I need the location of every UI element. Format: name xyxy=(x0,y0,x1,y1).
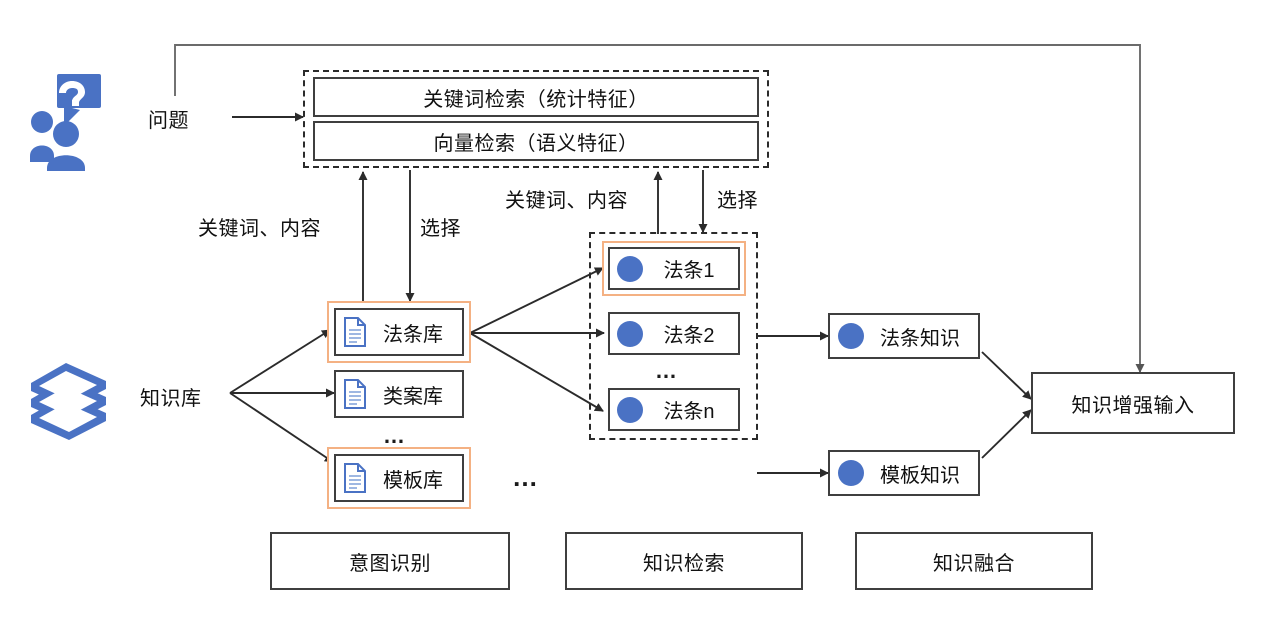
middle-ellipsis: … xyxy=(512,462,540,492)
kb-item-leianku[interactable]: 类案库 xyxy=(334,370,464,418)
knowledge-output-falvtiao[interactable]: 法条知识 xyxy=(828,313,980,359)
blue-dot-icon xyxy=(610,396,650,423)
law-item-1-label: 法条1 xyxy=(663,260,715,282)
law-ellipsis: … xyxy=(655,358,679,383)
stage-legend-intent-label: 意图识别 xyxy=(349,552,431,575)
blue-dot-icon xyxy=(610,255,650,282)
retrieval-row-keyword-label: 关键词检索（统计特征） xyxy=(423,88,649,111)
books-stack-icon xyxy=(26,355,112,441)
final-output-box[interactable]: 知识增强输入 xyxy=(1031,372,1235,434)
final-output-label: 知识增强输入 xyxy=(1071,394,1195,417)
law-items-group xyxy=(589,232,758,440)
stage-legend-intent[interactable]: 意图识别 xyxy=(270,532,510,590)
law-item-n[interactable]: 法条n xyxy=(608,388,740,431)
law-item-2[interactable]: 法条2 xyxy=(608,312,740,355)
edge-label-keyword-content-left: 关键词、内容 xyxy=(198,218,321,240)
users-question-icon xyxy=(30,72,110,172)
edge-label-select-right: 选择 xyxy=(717,190,758,212)
document-icon xyxy=(336,379,374,409)
law-item-1[interactable]: 法条1 xyxy=(608,247,740,290)
edge-label-question: 问题 xyxy=(148,110,189,132)
kb-item-falvtiaoku[interactable]: 法条库 xyxy=(334,308,464,356)
kb-ellipsis: … xyxy=(383,423,407,448)
blue-dot-icon xyxy=(830,323,872,349)
kb-item-mubanku-label: 模板库 xyxy=(383,469,443,492)
kb-item-mubanku[interactable]: 模板库 xyxy=(334,454,464,502)
document-icon xyxy=(336,463,374,493)
retrieval-row-keyword[interactable]: 关键词检索（统计特征） xyxy=(313,77,759,117)
stage-legend-fusion[interactable]: 知识融合 xyxy=(855,532,1093,590)
kb-item-leianku-label: 类案库 xyxy=(383,385,443,408)
retrieval-group xyxy=(303,70,769,168)
blue-dot-icon xyxy=(610,320,650,347)
retrieval-row-vector-label: 向量检索（语义特征） xyxy=(433,132,639,155)
knowledge-output-muban-label: 模板知识 xyxy=(880,464,960,487)
knowledge-output-muban[interactable]: 模板知识 xyxy=(828,450,980,496)
blue-dot-icon xyxy=(830,460,872,486)
kb-item-falvtiaoku-label: 法条库 xyxy=(383,323,443,346)
edge-label-knowledge-base: 知识库 xyxy=(140,388,202,410)
edge-label-keyword-content-right: 关键词、内容 xyxy=(505,190,628,212)
edge-label-select-left: 选择 xyxy=(420,218,461,240)
law-item-2-label: 法条2 xyxy=(663,325,715,347)
knowledge-output-falvtiao-label: 法条知识 xyxy=(880,327,960,350)
retrieval-row-vector[interactable]: 向量检索（语义特征） xyxy=(313,121,759,161)
law-item-n-label: 法条n xyxy=(663,401,715,423)
stage-legend-fusion-label: 知识融合 xyxy=(933,552,1015,575)
document-icon xyxy=(336,317,374,347)
stage-legend-retrieval[interactable]: 知识检索 xyxy=(565,532,803,590)
stage-legend-retrieval-label: 知识检索 xyxy=(643,552,725,575)
